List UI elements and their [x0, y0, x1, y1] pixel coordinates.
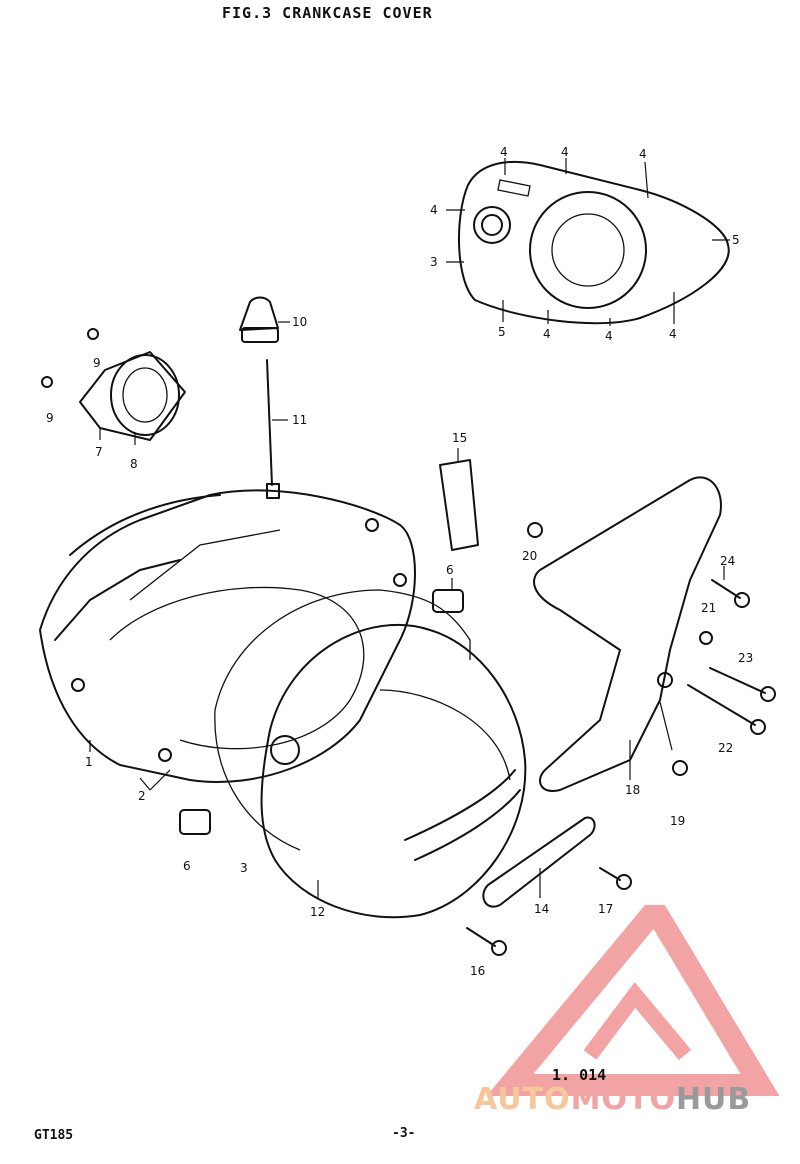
callout-17: 17 [598, 902, 613, 916]
callout-5: 5 [732, 233, 740, 247]
callout-22: 22 [718, 741, 733, 755]
callout-2: 2 [138, 789, 146, 803]
watermark-text: AUTOMOTOHUB [474, 1082, 751, 1117]
watermark-logo-icon [486, 905, 780, 1096]
callout-9: 9 [93, 356, 101, 370]
figure-title: FIG.3 CRANKCASE COVER [222, 4, 433, 22]
callout-3: 3 [240, 861, 248, 875]
callout-labels: 4 4 4 4 5 3 5 4 4 4 10 11 9 9 7 8 15 20 … [46, 145, 753, 978]
part-code: 1. 014 [552, 1066, 607, 1084]
callout-4: 4 [543, 327, 551, 341]
page-number: -3- [392, 1126, 416, 1141]
callout-20: 20 [522, 549, 537, 563]
callout-10: 10 [292, 315, 307, 329]
callout-9: 9 [46, 411, 54, 425]
callout-8: 8 [130, 457, 138, 471]
callout-23: 23 [738, 651, 753, 665]
callout-4: 4 [561, 145, 569, 159]
watermark-text-part1: AUTO [474, 1082, 571, 1117]
dowel-pin-illustration [179, 589, 464, 835]
callout-24: 24 [720, 554, 735, 568]
callout-4: 4 [430, 203, 438, 217]
gasket-illustration [214, 589, 471, 851]
cap-cover-illustration [41, 328, 186, 441]
callout-3: 3 [430, 255, 438, 269]
emblem-illustration [482, 816, 596, 908]
callout-11: 11 [292, 413, 307, 427]
callout-12: 12 [310, 905, 325, 919]
callout-6: 6 [183, 859, 191, 873]
callout-21: 21 [701, 601, 716, 615]
callout-15: 15 [452, 431, 467, 445]
model-name: GT185 [34, 1128, 74, 1143]
watermark-text-part2: MOTO [570, 1082, 676, 1117]
crankcase-cover-illustration [39, 489, 416, 783]
bolts-illustration [466, 522, 776, 956]
callout-4: 4 [500, 145, 508, 159]
generator-cover-illustration [458, 160, 730, 325]
callout-4: 4 [639, 147, 647, 161]
oil-filler-cap-illustration [239, 296, 280, 499]
callout-18: 18 [625, 783, 640, 797]
frame-cover-illustration [533, 476, 722, 792]
callout-5: 5 [498, 325, 506, 339]
callout-19: 19 [670, 814, 685, 828]
callout-16: 16 [470, 964, 485, 978]
plate-15-illustration [439, 459, 479, 551]
callout-4: 4 [605, 329, 613, 343]
callout-7: 7 [95, 445, 103, 459]
callout-6: 6 [446, 563, 454, 577]
callout-1: 1 [85, 755, 93, 769]
clutch-cover-illustration [260, 623, 527, 919]
watermark-text-part3: HUB [675, 1082, 752, 1117]
callout-4: 4 [669, 327, 677, 341]
callout-14: 14 [534, 902, 549, 916]
